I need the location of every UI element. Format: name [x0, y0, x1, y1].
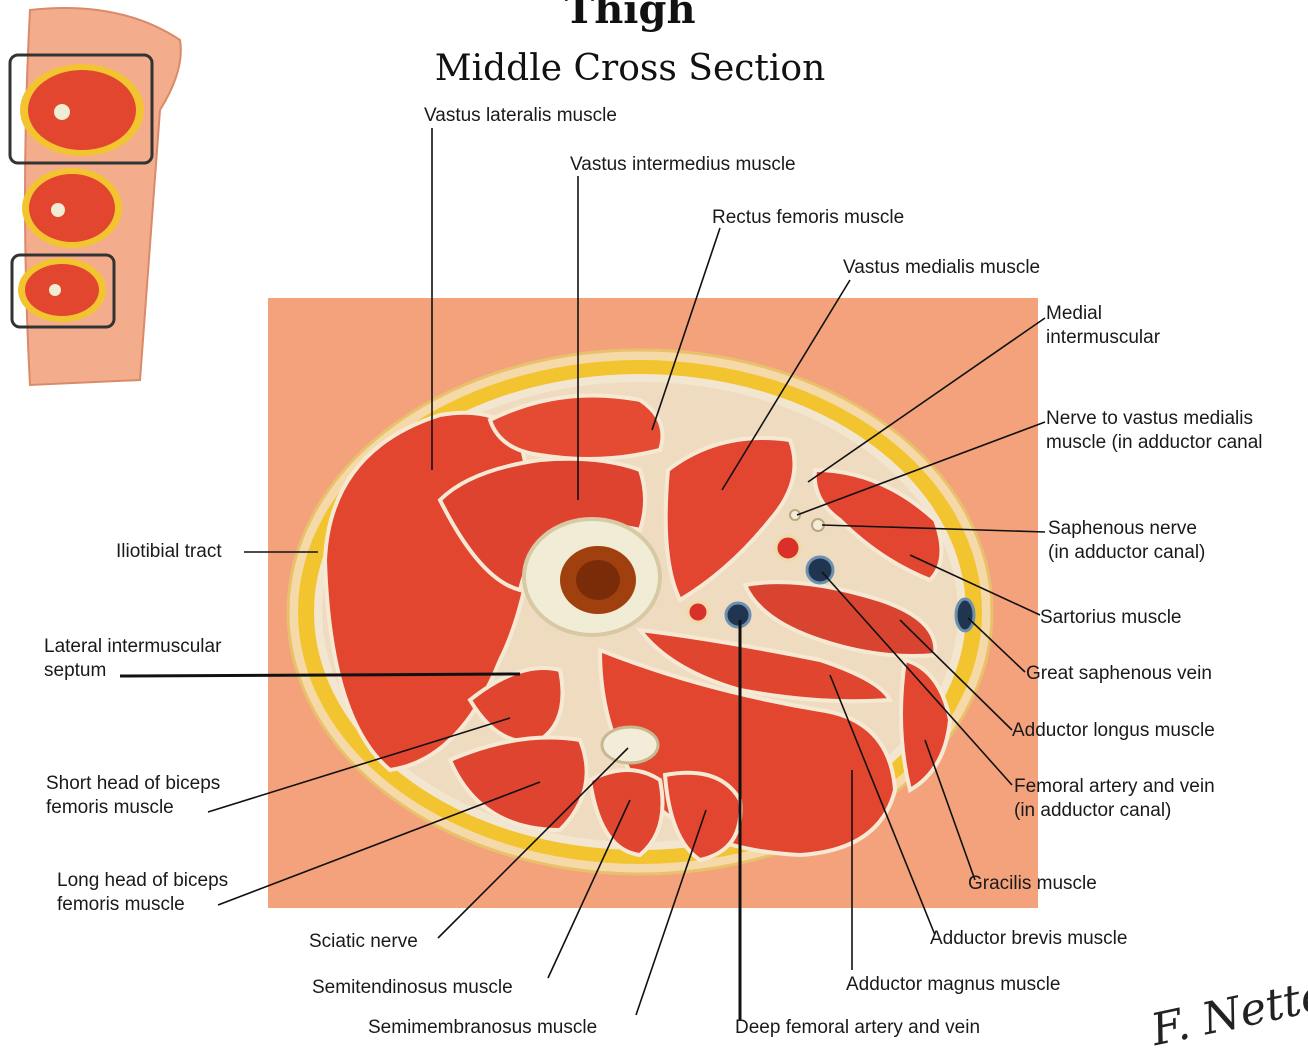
great-saphenous-vein-shape — [956, 599, 974, 631]
label-sciatic-nerve: Sciatic nerve — [309, 930, 418, 954]
label-semimembranosus: Semimembranosus muscle — [368, 1016, 597, 1040]
deep-femoral-vein — [726, 603, 750, 627]
label-deep-femoral: Deep femoral artery and vein — [735, 1016, 980, 1040]
diagram-subtitle: Middle Cross Section — [0, 48, 1260, 89]
label-long-head-biceps-line2: femoris muscle — [57, 893, 185, 917]
label-short-head-biceps-line2: femoris muscle — [46, 796, 174, 820]
label-rectus-femoris: Rectus femoris muscle — [712, 206, 904, 230]
label-medial-intermuscular-line1: Medial — [1046, 302, 1102, 326]
label-sartorius: Sartorius muscle — [1040, 606, 1182, 630]
label-adductor-longus: Adductor longus muscle — [1012, 719, 1215, 743]
label-saphenous-nerve-line2: (in adductor canal) — [1048, 541, 1205, 565]
label-medial-intermuscular-line2: intermuscular — [1046, 326, 1160, 350]
label-femoral-artery-vein-line1: Femoral artery and vein — [1014, 775, 1215, 799]
label-saphenous-nerve-line1: Saphenous nerve — [1048, 517, 1197, 541]
label-vastus-medialis: Vastus medialis muscle — [843, 256, 1040, 280]
label-gracilis: Gracilis muscle — [968, 872, 1097, 896]
deep-femoral-artery — [688, 602, 708, 622]
label-femoral-artery-vein-line2: (in adductor canal) — [1014, 799, 1171, 823]
label-iliotibial-tract: Iliotibial tract — [116, 540, 222, 564]
cross-section — [268, 298, 1038, 908]
label-short-head-biceps-line1: Short head of biceps — [46, 772, 220, 796]
label-vastus-lateralis: Vastus lateralis muscle — [424, 104, 617, 128]
label-lateral-septum-line2: septum — [44, 659, 106, 683]
label-long-head-biceps-line1: Long head of biceps — [57, 869, 228, 893]
label-adductor-brevis: Adductor brevis muscle — [930, 927, 1127, 951]
label-vastus-intermedius: Vastus intermedius muscle — [570, 153, 796, 177]
sciatic-nerve-shape — [602, 727, 658, 763]
label-nerve-vastus-medialis-line2: muscle (in adductor canal — [1046, 431, 1263, 455]
label-great-saphenous-vein: Great saphenous vein — [1026, 662, 1212, 686]
diagram-title: Thigh — [0, 0, 1260, 33]
label-semitendinosus: Semitendinosus muscle — [312, 976, 513, 1000]
label-lateral-septum-line1: Lateral intermuscular — [44, 635, 221, 659]
femoral-artery — [776, 536, 800, 560]
label-nerve-vastus-medialis-line1: Nerve to vastus medialis — [1046, 407, 1253, 431]
label-adductor-magnus: Adductor magnus muscle — [846, 973, 1060, 997]
